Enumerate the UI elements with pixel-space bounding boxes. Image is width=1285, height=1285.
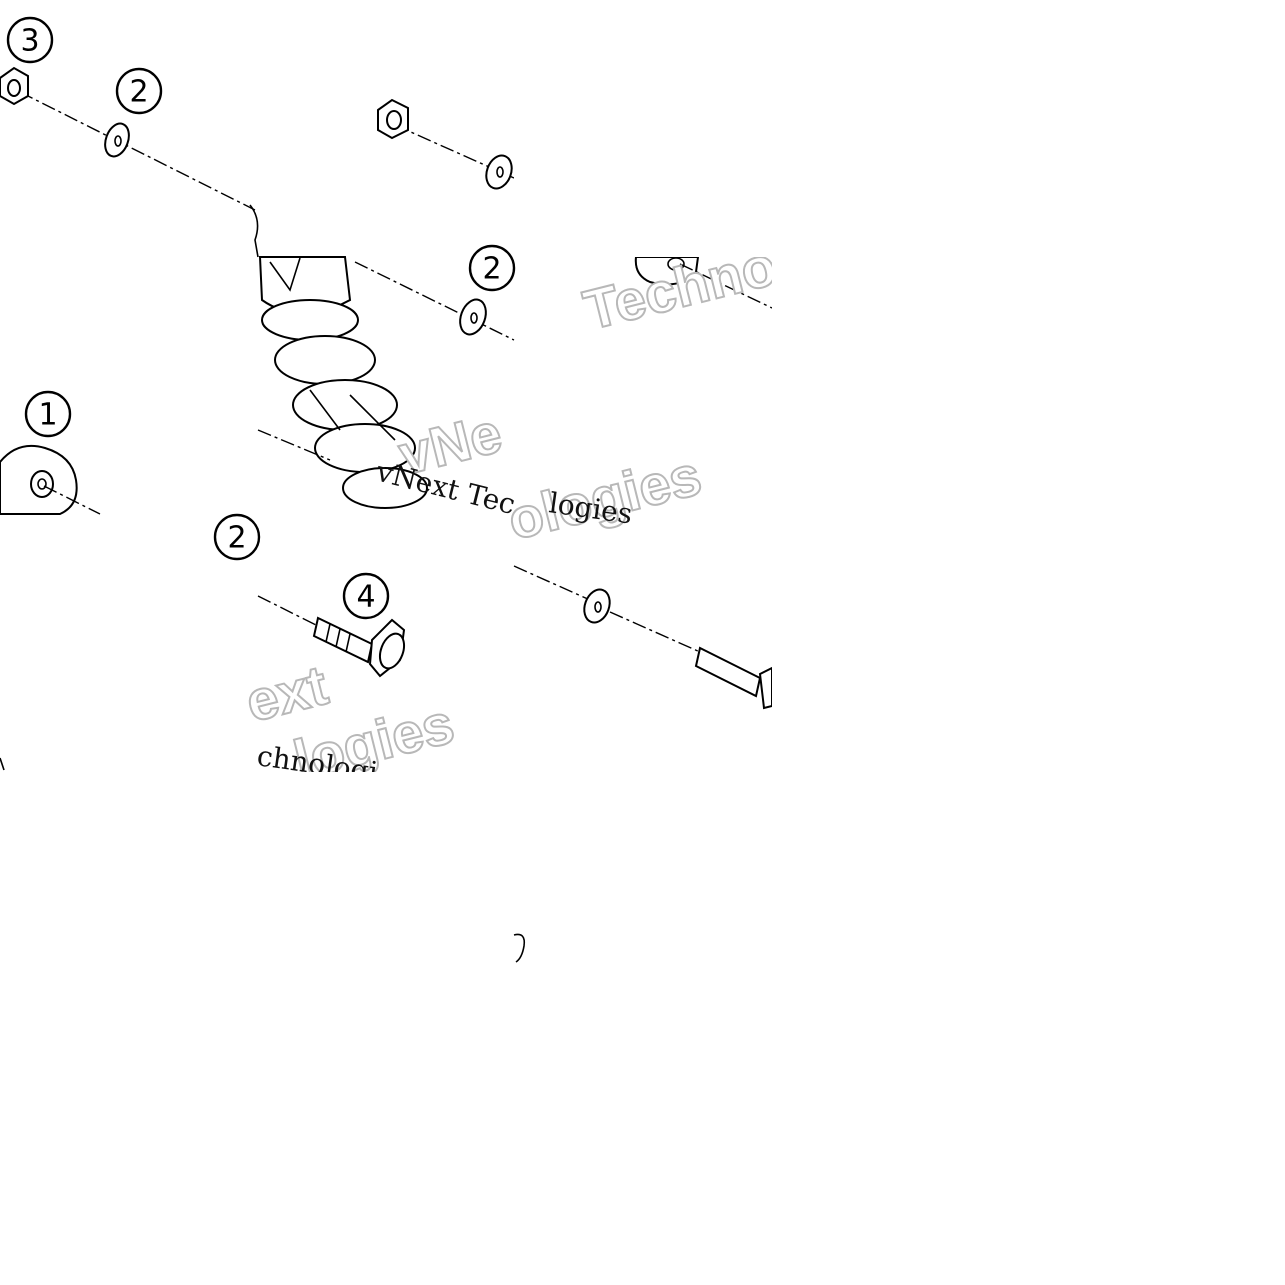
tile-bottom-right [513,565,773,710]
tile-bottom-middle: 4 ext logies chnologi [239,572,461,793]
fragment-mark [513,933,526,963]
axis-line [257,429,331,461]
washer-part [104,122,130,158]
callout-2-label: 2 [227,521,246,556]
callout-3-circle [6,16,54,64]
callout-3-label: 3 [20,24,39,59]
axis-line [679,263,773,309]
callout-2-circle [468,244,516,292]
callout-4-label: 4 [356,580,375,615]
washer-part [485,154,513,190]
tile-bottom-left: 2 [0,513,261,771]
washer-part [459,298,487,336]
washer-part [583,588,611,624]
callout-4-circle [342,572,390,620]
callout-2-circle [213,513,261,561]
tile-top-left: 3 2 [0,16,259,258]
axis-line [43,485,101,515]
axis-line [19,91,256,211]
shock-eye-part [0,444,78,515]
callout-2-label: 2 [129,75,148,110]
callout-2-circle [115,67,163,115]
watermark-text: ext [240,653,334,734]
tile-top-middle [377,98,515,190]
callout-2-label: 2 [482,252,501,287]
axis-line [609,611,701,653]
bushing-part [634,256,700,286]
bolt-part [312,616,406,678]
nut-part [0,66,29,106]
nut-part [377,98,409,140]
tile-center: 2 vNe vNext Tec [257,244,519,521]
axis-line [354,261,515,341]
tile-middle-right: Techno ologies logies [501,232,783,552]
axis-line [257,595,319,627]
tile-middle-left: 1 [0,390,101,515]
callout-1-circle [24,390,72,438]
bolt-part [694,646,773,710]
axis-line [513,565,591,601]
callout-1-label: 1 [38,398,57,433]
shock-absorber-part [258,256,428,509]
